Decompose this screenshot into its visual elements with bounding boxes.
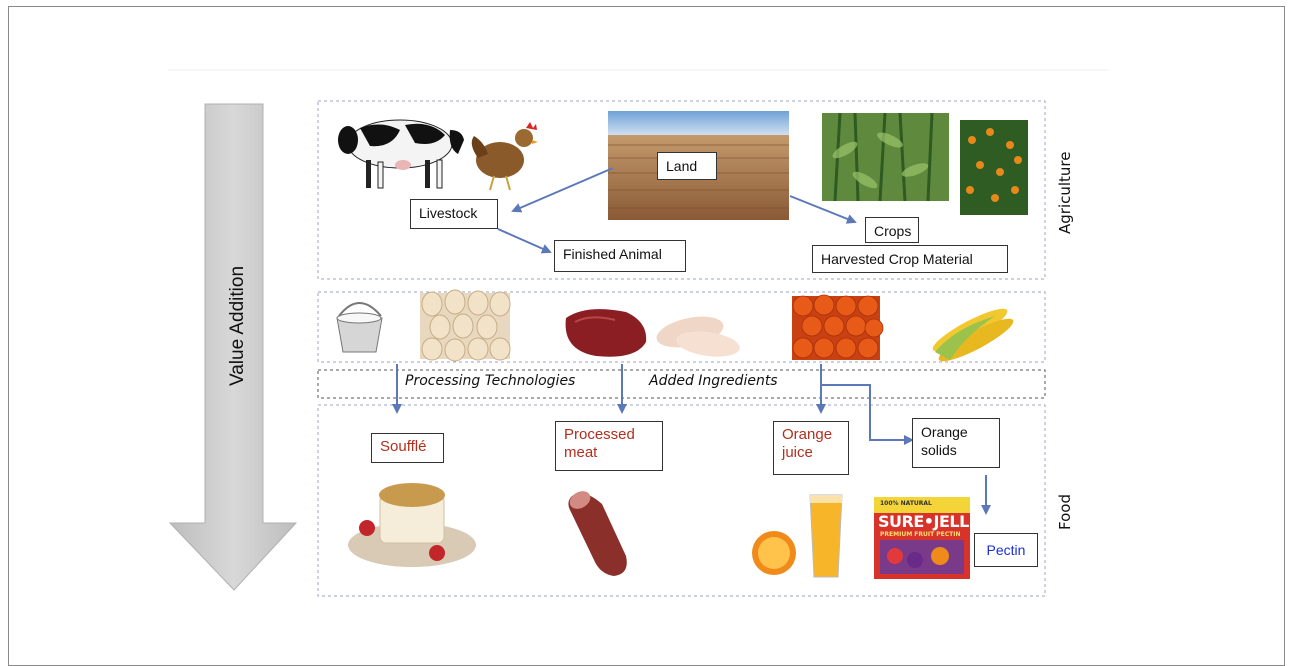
food-label: Food: [1056, 494, 1074, 530]
milk-pail-image: [336, 302, 383, 353]
land-image: [608, 111, 789, 220]
food-box: [317, 404, 1046, 597]
value-addition-label: Value Addition: [227, 265, 248, 387]
finished-animal-label: Finished Animal: [554, 240, 686, 272]
corn-field-image: [822, 112, 949, 202]
value-addition-arrow: [168, 103, 298, 591]
crops-label: Crops: [865, 217, 919, 243]
pectin-label: Pectin: [974, 533, 1038, 567]
flow-arrows: [392, 167, 991, 515]
processed-meat-label: Processed meat: [555, 421, 663, 471]
orange-tree-image: [960, 120, 1028, 215]
land-label: Land: [657, 152, 717, 180]
agriculture-label: Agriculture: [1056, 151, 1074, 235]
arrow-land-livestock: [511, 167, 614, 213]
eggs-image: [420, 289, 511, 362]
surejell-top-text: 100% NATURAL: [880, 500, 932, 507]
chicken-image: [471, 122, 538, 191]
arrow-to-orange-solids: [822, 384, 914, 445]
livestock-label: Livestock: [410, 199, 498, 229]
raw-materials-box: [317, 291, 1046, 363]
surejell-box-image: [874, 497, 970, 579]
souffle-image: [348, 483, 476, 567]
orange-juice-image: [752, 494, 843, 578]
orange-solids-label: Orange solids: [912, 418, 1000, 468]
agriculture-box: [317, 100, 1046, 280]
surejell-brand-name: SURE•JELL: [878, 512, 969, 531]
souffle-label: Soufflé: [371, 433, 444, 463]
process-box: [317, 369, 1046, 399]
cow-image: [338, 119, 464, 189]
processing-technologies-label: Processing Technologies: [405, 373, 576, 389]
beef-image: [565, 309, 647, 357]
surejell-sub-text: PREMIUM FRUIT PECTIN: [880, 531, 961, 538]
arrow-land-crops: [789, 195, 857, 224]
harvested-crop-label: Harvested Crop Material: [812, 245, 1008, 273]
tomatoes-image: [792, 294, 884, 360]
added-ingredients-label: Added Ingredients: [649, 373, 778, 389]
salami-image: [568, 491, 627, 576]
orange-juice-label: Orange juice: [773, 421, 849, 475]
arrow-livestock-finished: [497, 228, 552, 254]
chicken-breast-image: [656, 316, 740, 357]
corn-cob-image: [932, 308, 1014, 362]
